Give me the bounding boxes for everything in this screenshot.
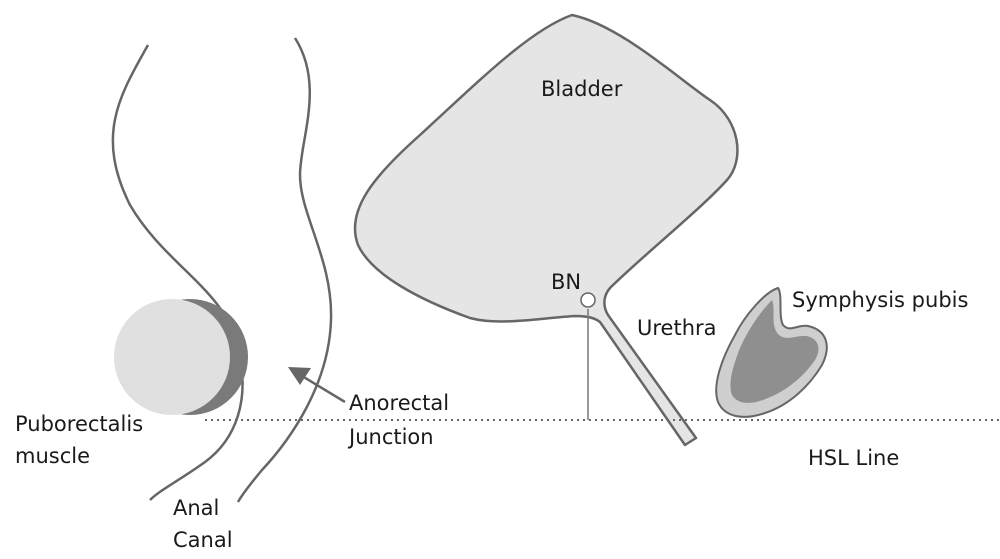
label-bladder: Bladder [541,77,623,101]
label-anal-canal-line1: Anal [173,496,219,520]
symphysis-pubis-inner [730,300,819,403]
bn-marker [580,292,596,308]
label-urethra: Urethra [637,316,717,340]
label-puborectalis-line1: Puborectalis [15,412,143,436]
puborectalis-muscle-light [114,299,230,415]
anorectal-junction-arrow [288,367,346,404]
label-puborectalis-line2: muscle [15,444,90,468]
arrow-head [288,367,311,385]
label-anorectal-junction-line1: Anorectal [349,391,449,415]
anal-canal-right-wall [236,37,333,503]
label-hsl-line: HSL Line [808,446,899,470]
symphysis-pubis [715,286,828,418]
label-symphysis-pubis: Symphysis pubis [792,288,968,312]
label-anorectal-junction-line2: Junction [347,425,434,449]
label-bn: BN [551,270,581,294]
arrow-shaft [301,374,346,404]
label-anal-canal-line2: Canal [173,528,233,552]
puborectalis-muscle [114,299,248,415]
